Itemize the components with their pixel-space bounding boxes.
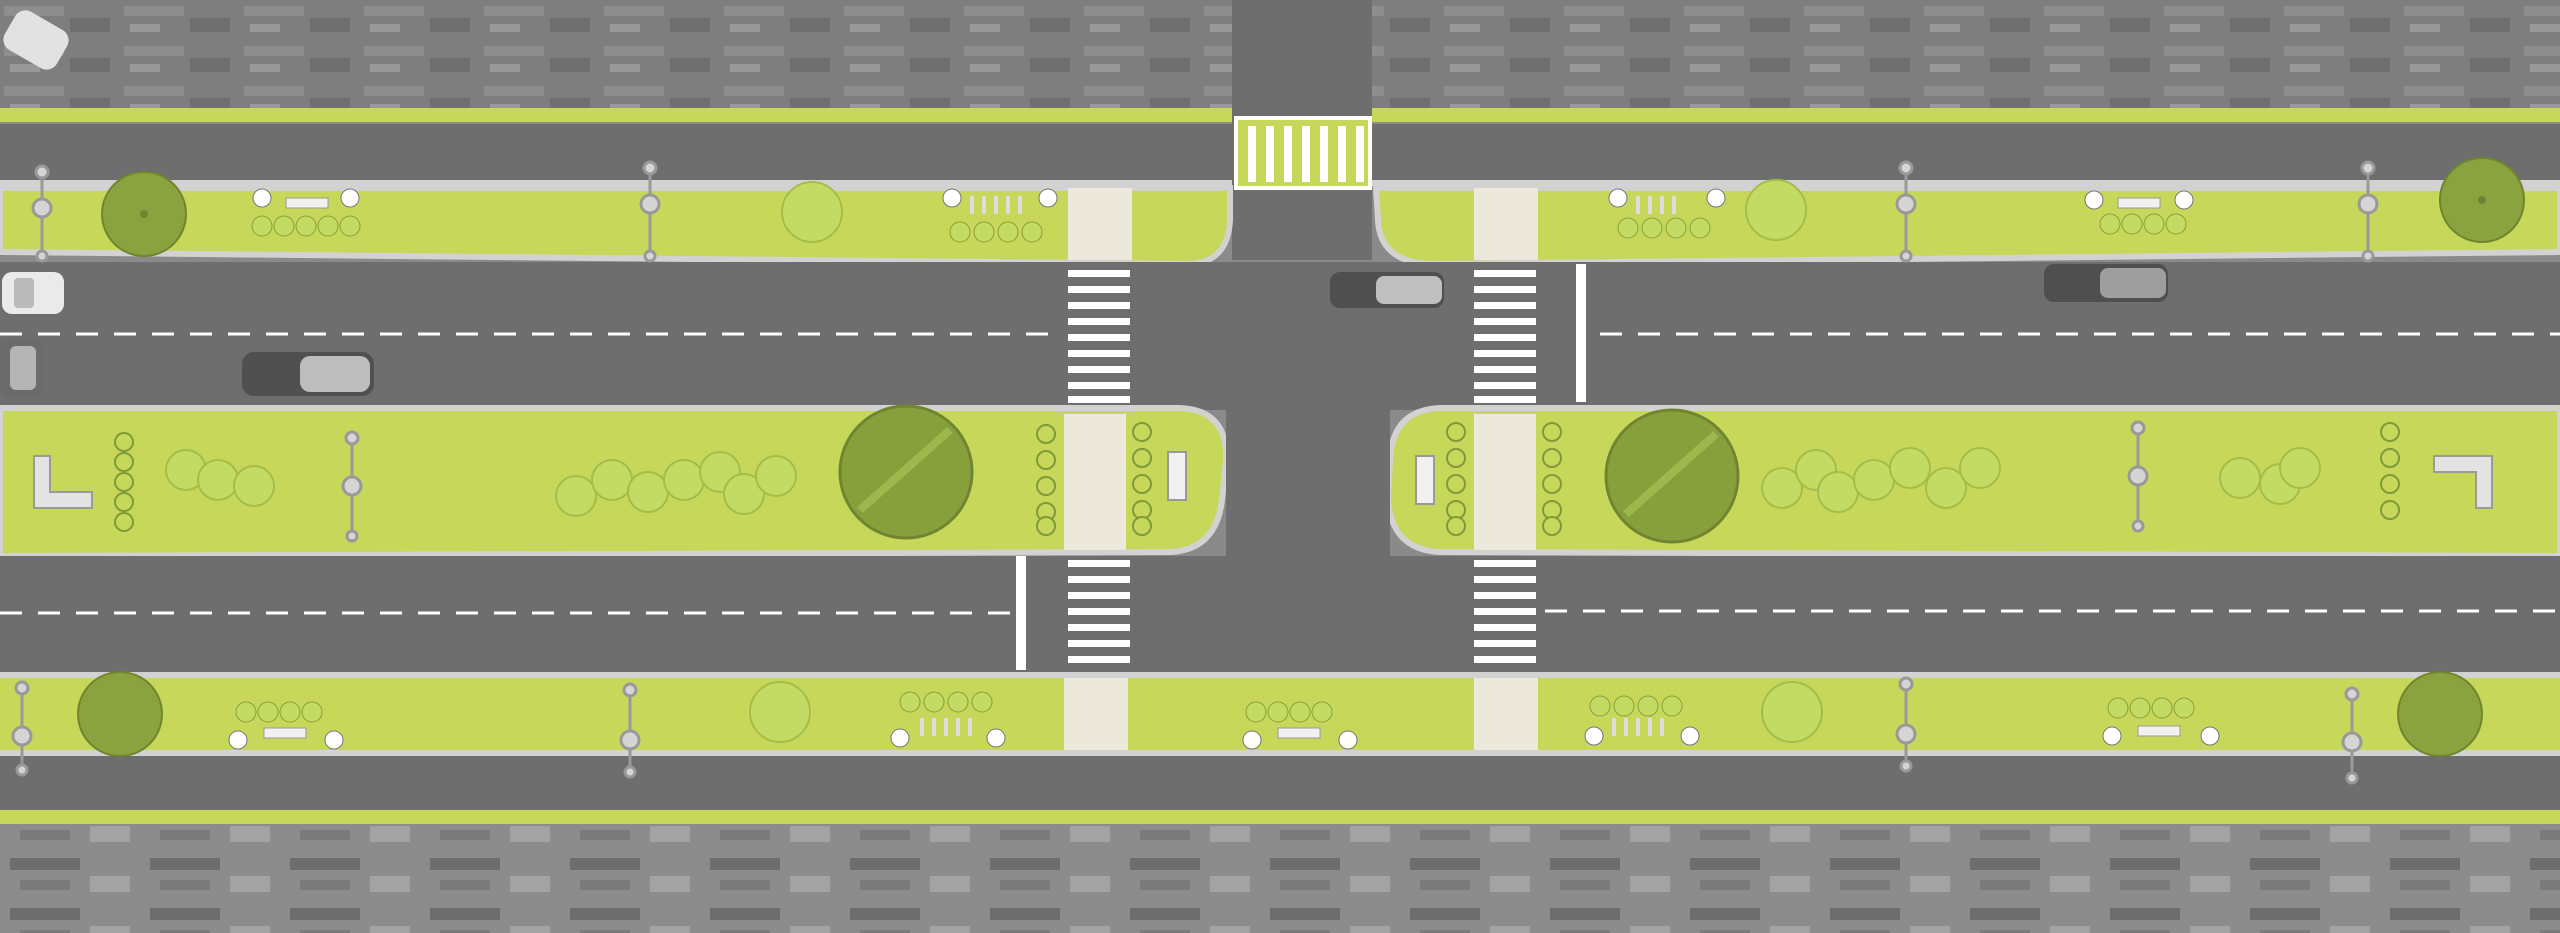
- bike-rack-bottom-2: [1584, 695, 1700, 746]
- bottom-service-curb: [0, 750, 2560, 756]
- tree-dark-bottom-right: [2397, 671, 2483, 757]
- bench-top-2: [2084, 190, 2194, 235]
- crosswalk-south-right: [1474, 560, 1536, 663]
- street-light-bottom-4: [2341, 686, 2363, 785]
- bench-groups: [228, 188, 2220, 750]
- bench-bottom-2: [1242, 701, 1358, 750]
- bench-bottom-1: [228, 701, 344, 750]
- street-light-top-4: [2357, 160, 2379, 263]
- bottom-paving-left: [1064, 678, 1128, 750]
- tree-dark-top-right: [2439, 157, 2525, 243]
- median-bench-right: [1415, 455, 1435, 505]
- median-kiosk-right: [2433, 455, 2493, 509]
- street-light-median-2: [2127, 420, 2149, 533]
- north-crosswalk: [1234, 116, 1372, 190]
- median-bench-left: [1167, 451, 1187, 501]
- top-green-strip: [0, 108, 1232, 122]
- bottom-paving-right: [1474, 678, 1538, 750]
- background-bottom: [0, 820, 2560, 933]
- top-paving-left: [1068, 188, 1132, 260]
- bike-rack-bottom-1: [890, 691, 1006, 748]
- lane-dashes-south: [0, 609, 2560, 615]
- car-intersection: [1330, 272, 1444, 308]
- car-background-top: [3, 10, 69, 70]
- bench-top-1: [251, 188, 361, 237]
- top-sidewalk-right: [1372, 185, 2560, 268]
- tree-big-median-left: [838, 404, 974, 540]
- shrub-columns: [114, 422, 2400, 536]
- street-light-median-1: [341, 430, 363, 543]
- street-light-top-1: [31, 164, 53, 263]
- bike-rack-top-2: [1608, 188, 1726, 239]
- median-paving-right: [1474, 414, 1536, 550]
- bench-bottom-3: [2102, 697, 2220, 746]
- bottom-green-strip: [0, 810, 2560, 824]
- bottom-service-lane: [0, 756, 2560, 812]
- tree-dark-bottom-left: [77, 671, 163, 757]
- crosswalk-north-right: [1474, 270, 1536, 403]
- street-light-bottom-1: [11, 680, 33, 777]
- tree-dark-top-left: [101, 171, 187, 257]
- street-light-top-2: [639, 160, 661, 263]
- median-kiosk-left: [33, 455, 93, 509]
- street-lights: [11, 160, 2379, 785]
- car-top-left: [2, 272, 64, 314]
- crosswalk-south-left: [1068, 560, 1130, 663]
- stop-line-south-left: [1016, 556, 1026, 670]
- car-north-lane-1: [242, 352, 374, 396]
- street-light-bottom-3: [1895, 676, 1917, 773]
- median-paving-left: [1064, 414, 1126, 550]
- car-north-lane-2: [0, 338, 44, 398]
- car-north-right: [2044, 264, 2168, 302]
- small-trees: [165, 179, 2321, 743]
- top-green-strip-right: [1372, 108, 2560, 122]
- crosswalk-north-left: [1068, 270, 1130, 403]
- bottom-curb: [0, 672, 2560, 678]
- tree-big-median-right: [1604, 408, 1740, 544]
- bike-rack-top-1: [942, 188, 1058, 243]
- street-light-top-3: [1895, 160, 1917, 263]
- stop-line-north-right: [1576, 264, 1586, 402]
- intersection-fill: [1226, 262, 1390, 674]
- street-light-bottom-2: [619, 682, 641, 779]
- top-paving-right: [1474, 188, 1538, 260]
